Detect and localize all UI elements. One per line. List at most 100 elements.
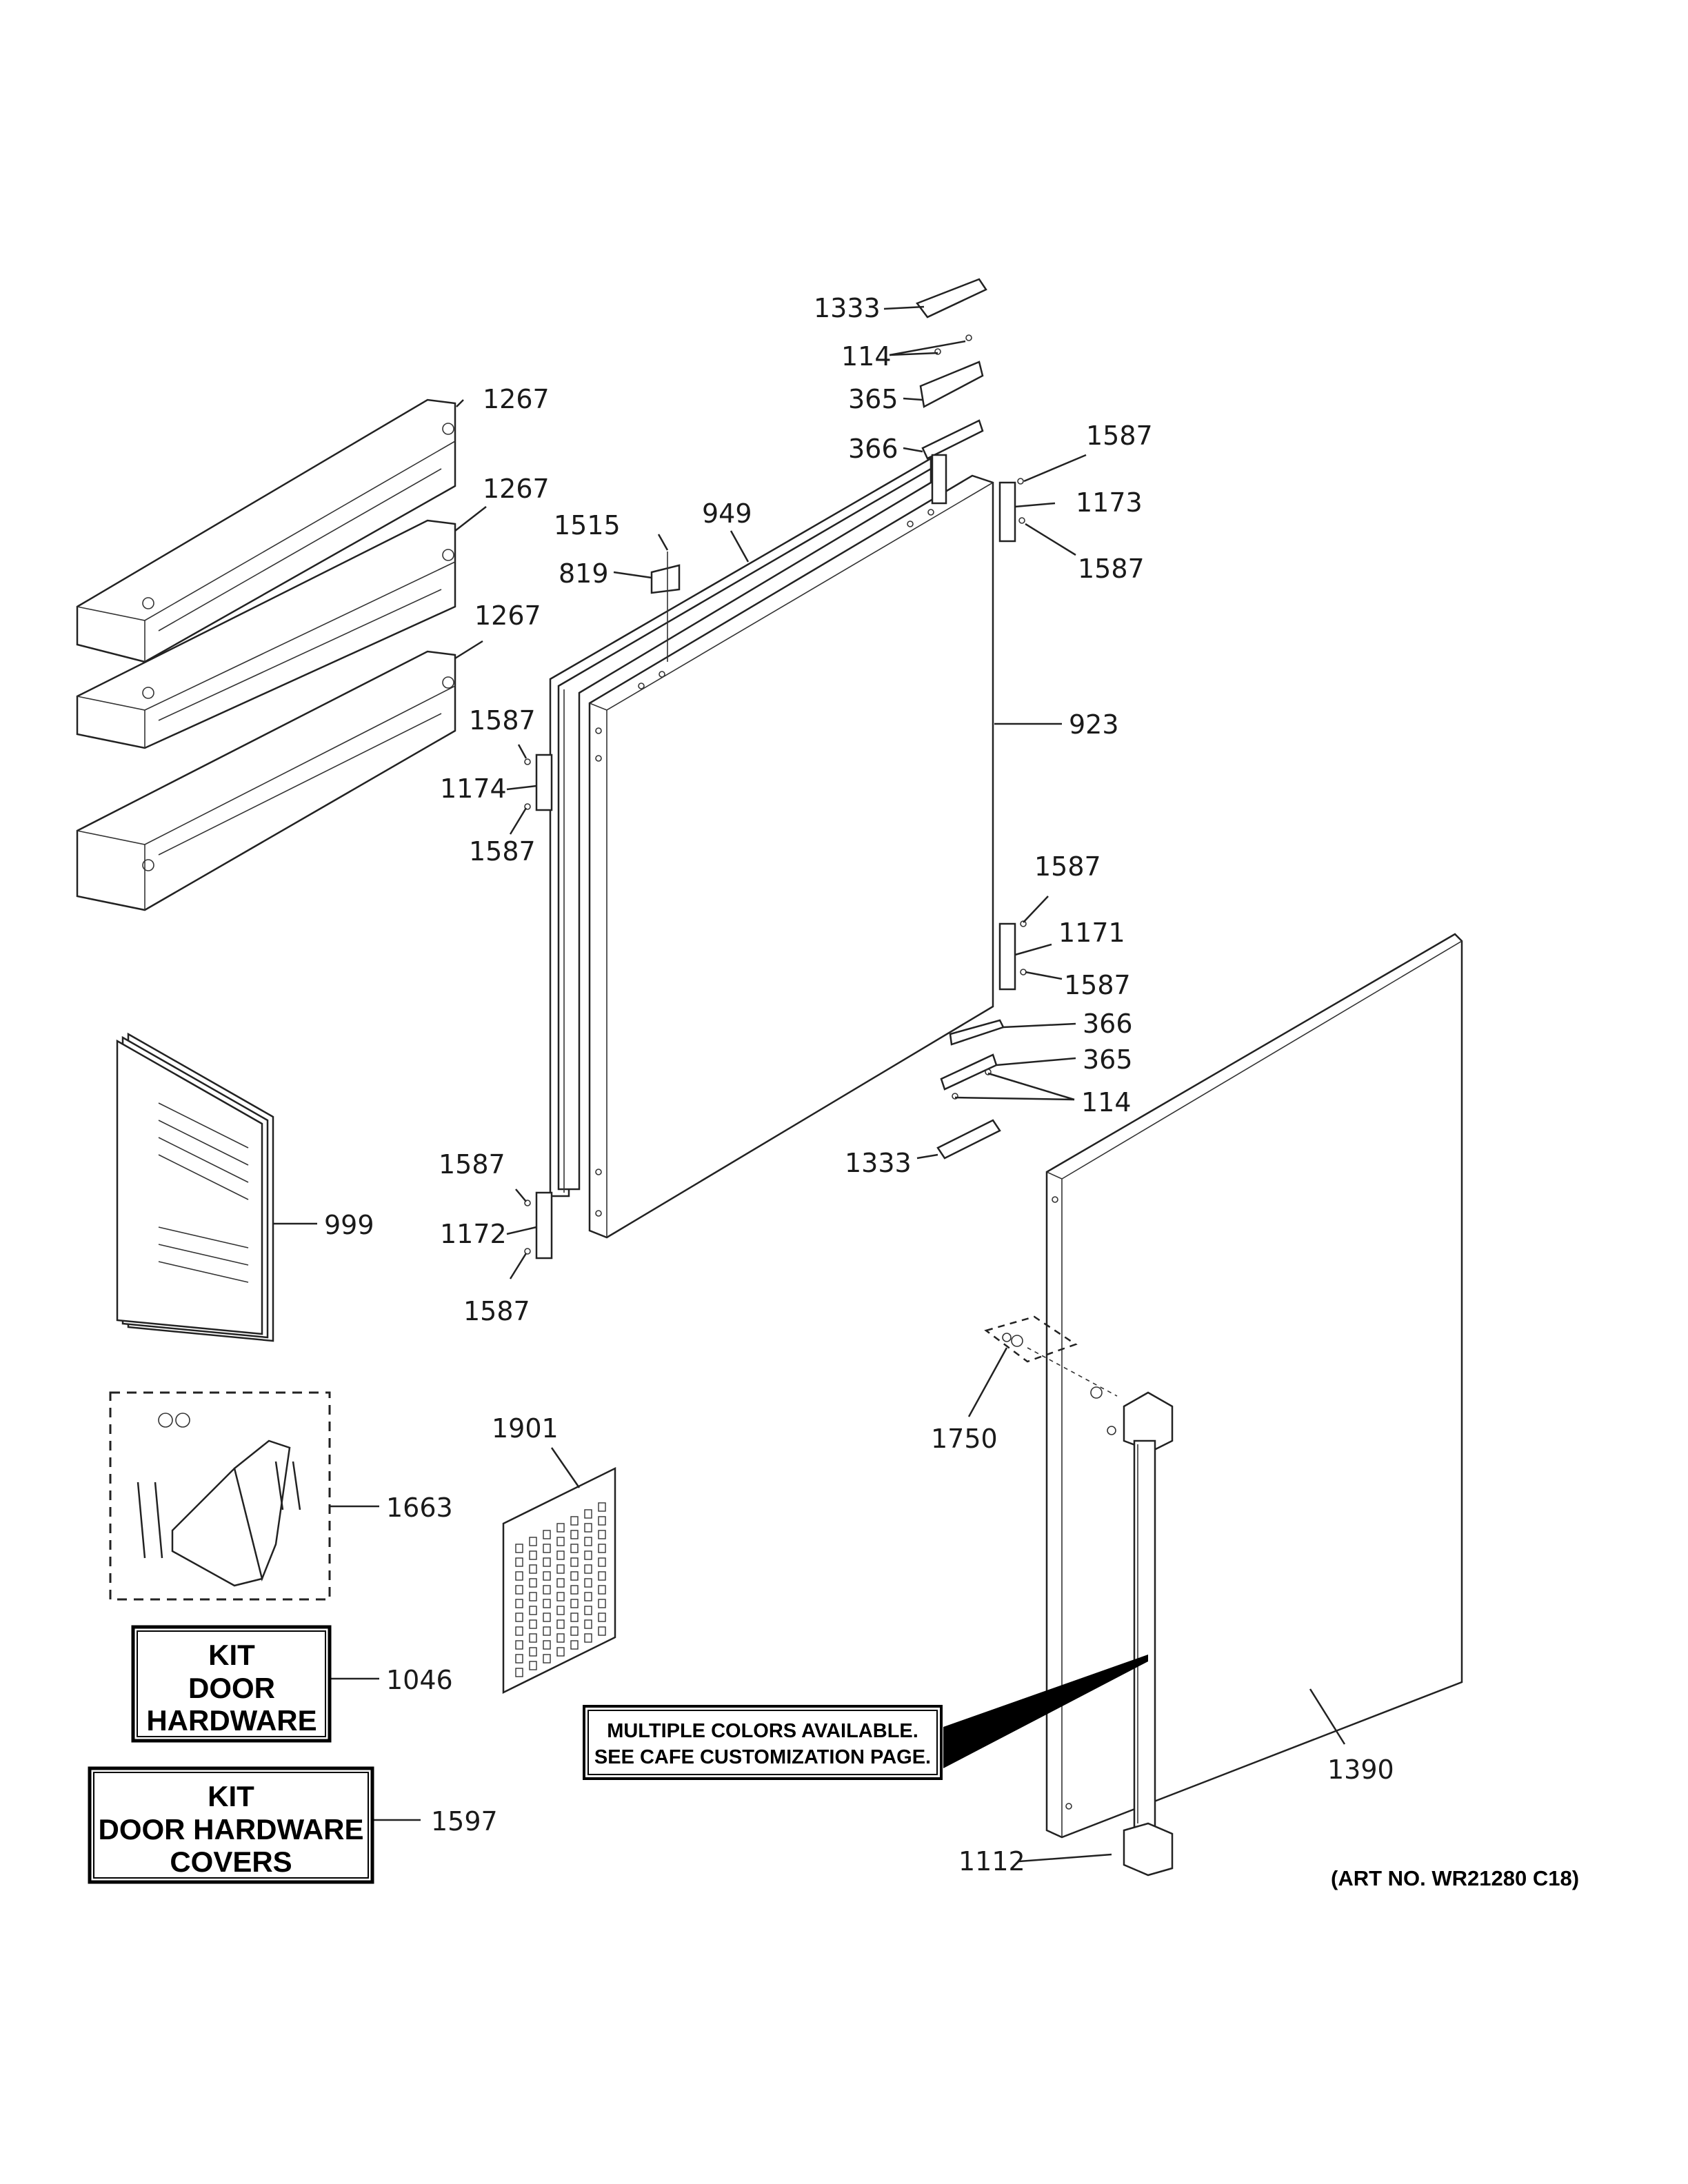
screw-item [570,1640,579,1650]
door-stop-819 [650,552,681,662]
screw-item [515,1640,523,1650]
screw-item [570,1544,579,1553]
door-handle [1123,1391,1174,1877]
screw-item [543,1626,551,1636]
handle-mount-hardware [984,1315,1118,1435]
screw-item [529,1578,537,1588]
label-1172: 1172 [440,1219,507,1249]
bottom-hinge-bracket [936,1019,1005,1160]
screw-item [598,1530,606,1539]
label-1587-g: 1587 [439,1149,505,1180]
label-1597: 1597 [431,1806,498,1837]
hinge-1174 [524,754,553,811]
screw-item [570,1530,579,1539]
label-1750: 1750 [931,1424,998,1454]
screw-item [556,1564,565,1574]
screw-item [515,1612,523,1622]
owners-manual [116,1032,274,1342]
note-pointer [943,1655,1148,1768]
hinge-1171 [998,920,1027,991]
screw-item [515,1654,523,1664]
label-366-bot: 366 [1083,1009,1133,1039]
screw-item [556,1633,565,1643]
screw-item [598,1585,606,1595]
screw-item [598,1626,606,1636]
door-bin-bottom [76,650,456,911]
kit-1046-line2: DOOR [188,1672,275,1704]
label-1515: 1515 [554,510,621,540]
screw-item [529,1661,537,1670]
screw-item [570,1571,579,1581]
screw-item [515,1544,523,1553]
label-1587-a: 1587 [1086,421,1153,451]
screw-item [584,1633,592,1643]
screw-item [529,1647,537,1657]
label-1390: 1390 [1327,1755,1394,1785]
screw-item [584,1550,592,1560]
screw-item [570,1626,579,1636]
kit-1046-line1: KIT [208,1639,255,1671]
kit-1597-line2: DOOR HARDWARE [99,1813,364,1846]
screw-item [543,1640,551,1650]
kit-1597-line1: KIT [208,1780,254,1812]
screw-item [529,1619,537,1629]
label-1171: 1171 [1058,918,1125,948]
label-1112: 1112 [958,1846,1025,1877]
screw-item [598,1571,606,1581]
screw-item [570,1612,579,1622]
screw-item [556,1523,565,1533]
hardware-kit-group [109,1391,331,1601]
label-1267-b: 1267 [483,474,550,504]
screw-item [515,1585,523,1595]
screw-item [543,1654,551,1664]
label-1663: 1663 [386,1493,453,1523]
screw-item [584,1523,592,1533]
screw-item [556,1550,565,1560]
note-line1: MULTIPLE COLORS AVAILABLE. [607,1720,918,1742]
kit-1046-line3: HARDWARE [146,1704,316,1737]
screw-item [584,1509,592,1519]
hinge-1173 [998,478,1025,543]
inner-door-panel [588,474,994,1239]
label-365-bot: 365 [1083,1044,1133,1075]
top-hinge-bracket [916,278,987,505]
screw-item [515,1571,523,1581]
screw-item [598,1557,606,1567]
label-949: 949 [702,498,752,529]
label-365-top: 365 [848,384,898,414]
leader-lines [273,305,1346,1863]
label-1173: 1173 [1076,487,1143,518]
screw-item [543,1530,551,1539]
screw-item [543,1612,551,1622]
kit-1597-line3: COVERS [170,1846,292,1878]
screw-item [515,1557,523,1567]
callout-labels: 1333 114 365 366 1587 1173 1587 1267 126… [324,293,1394,1877]
screw-item [556,1537,565,1546]
screw-grid [515,1502,606,1677]
screw-item [529,1592,537,1601]
screw-item [543,1557,551,1567]
customization-note-box: MULTIPLE COLORS AVAILABLE. SEE CAFE CUST… [583,1705,943,1780]
screw-item [515,1599,523,1608]
screw-item [598,1599,606,1608]
screw-item [556,1606,565,1615]
screw-item [584,1592,592,1601]
screw-item [570,1516,579,1526]
screw-item [529,1606,537,1615]
screw-item [584,1606,592,1615]
label-1267-c: 1267 [474,600,541,631]
screw-sheet [502,1466,616,1695]
label-1333-bot: 1333 [845,1148,912,1178]
screw-item [570,1557,579,1567]
art-number: (ART NO. WR21280 C18) [1331,1866,1579,1890]
label-1587-b: 1587 [1078,554,1145,584]
screw-item [584,1564,592,1574]
screw-item [515,1626,523,1636]
screw-item [556,1647,565,1657]
note-line2: SEE CAFE CUSTOMIZATION PAGE. [594,1746,931,1768]
screw-item [570,1599,579,1608]
label-1587-e: 1587 [1034,851,1101,882]
screw-item [584,1578,592,1588]
kit-door-hardware-box: KIT DOOR HARDWARE [131,1625,332,1743]
label-923: 923 [1069,709,1119,740]
